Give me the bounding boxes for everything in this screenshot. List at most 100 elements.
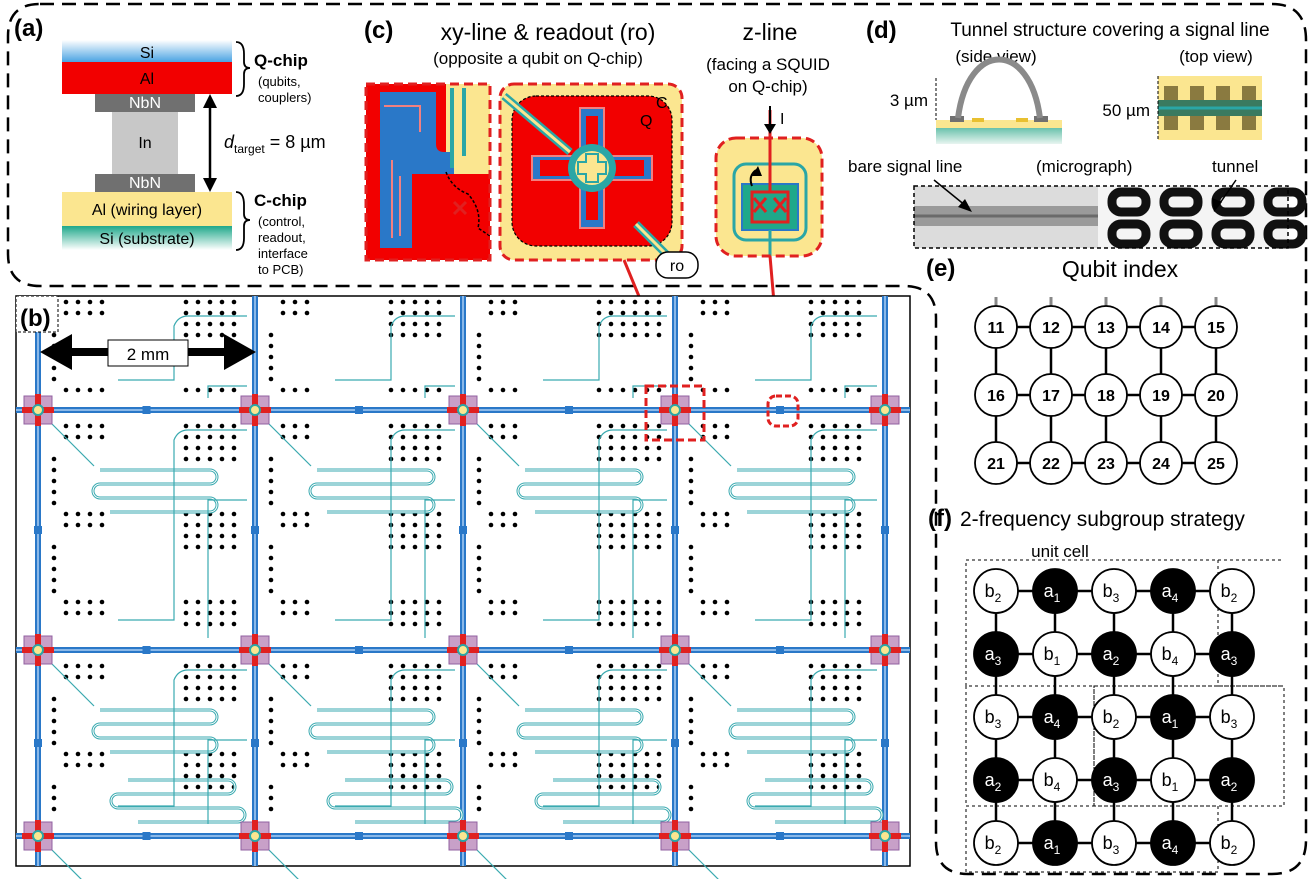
d-arrow-head-down (203, 178, 217, 192)
node-b (1032, 631, 1078, 677)
layer-nbn-top-label: NbN (129, 95, 161, 112)
qubit-node (1029, 373, 1073, 417)
micrograph-label: (micrograph) (1036, 157, 1132, 176)
zline-detail: I (714, 106, 824, 258)
cchip-desc-4: to PCB) (258, 262, 304, 277)
qchip-brace (235, 41, 251, 97)
qubit-node-label: 13 (1097, 320, 1115, 337)
node-a (1150, 820, 1196, 866)
node-b (973, 820, 1019, 866)
node-label: a3 (985, 644, 1002, 668)
layer-indium-label: In (138, 135, 151, 152)
qubit-node (1084, 373, 1128, 417)
qchip-desc-2: couplers) (258, 90, 311, 105)
cchip-label: C-chip (254, 191, 307, 210)
node-b (1091, 568, 1137, 614)
qubit-node-label: 11 (988, 320, 1005, 337)
node-b (1209, 820, 1255, 866)
qubit-node-label: 19 (1152, 388, 1170, 405)
tunnel-label: tunnel (1212, 157, 1258, 176)
side-view-label: (side view) (955, 47, 1036, 66)
micrograph-image (913, 185, 1307, 249)
node-label: b2 (1221, 833, 1238, 857)
qubit-node-label: 12 (1042, 320, 1060, 337)
d-arrow-head-up (203, 94, 217, 108)
node-a (1032, 568, 1078, 614)
layer-si-label: Si (140, 45, 154, 62)
tunnel-arch (955, 56, 1043, 119)
chip-layout (16, 296, 910, 879)
node-b (1091, 820, 1137, 866)
panel-e-title: Qubit index (1062, 256, 1179, 282)
qubit-node (974, 441, 1018, 485)
unit-cell-label: unit cell (1031, 542, 1089, 561)
label-ro: ro (670, 258, 684, 275)
layer-si-top (62, 40, 232, 64)
d-target-label: dtarget = 8 µm (224, 132, 326, 156)
panel-d: (d) Tunnel structure covering a signal l… (848, 17, 1307, 249)
node-label: a2 (985, 770, 1002, 794)
qubit-node-label: 14 (1152, 320, 1170, 337)
node-label: a4 (1044, 707, 1061, 731)
qubit-node (1029, 305, 1073, 349)
qubit-node (1084, 305, 1128, 349)
node-label: a4 (1162, 581, 1179, 605)
highlight-qubit (644, 384, 706, 442)
qubit-node (974, 305, 1018, 349)
node-label: b2 (1221, 581, 1238, 605)
side-view-wiring (936, 120, 1062, 128)
node-a (1091, 757, 1137, 803)
layer-si-substrate-label: Si (substrate) (99, 231, 194, 248)
label-i: I (780, 111, 784, 128)
panel-f-letter: (f) (928, 505, 952, 532)
cchip-desc-1: (control, (258, 214, 305, 229)
label-c: C (656, 95, 668, 112)
zline-subtitle-2: on Q-chip) (728, 77, 807, 96)
node-label: b2 (985, 833, 1002, 857)
qubit-node-label: 17 (1042, 388, 1060, 405)
panel-b: (b) 2 mm (15, 295, 911, 879)
qubit-node-label: 18 (1097, 388, 1115, 405)
node-a (1150, 568, 1196, 614)
node-label: a2 (1221, 770, 1238, 794)
node-label: b3 (1103, 833, 1120, 857)
panel-f: (f) 2-frequency subgroup strategy unit c… (928, 505, 1285, 873)
panel-c: (c) xy-line & readout (ro) (opposite a q… (364, 17, 830, 397)
panel-a-letter: (a) (14, 15, 43, 42)
node-a (1150, 694, 1196, 740)
qubit-node-label: 21 (987, 456, 1005, 473)
qubit-node (1139, 305, 1183, 349)
node-a (1032, 820, 1078, 866)
node-b (973, 568, 1019, 614)
node-b (1091, 694, 1137, 740)
width-label: 50 µm (1102, 101, 1150, 120)
node-label: a1 (1044, 581, 1061, 605)
node-label: b4 (1044, 770, 1061, 794)
node-label: b3 (1103, 581, 1120, 605)
node-label: a2 (1103, 644, 1120, 668)
node-label: b3 (985, 707, 1002, 731)
node-label: b2 (985, 581, 1002, 605)
label-q: Q (640, 113, 652, 130)
layer-si-substrate (62, 226, 232, 250)
qubit-node-label: 20 (1207, 388, 1225, 405)
layer-nbn-bottom (95, 174, 195, 192)
node-label: a4 (1162, 833, 1179, 857)
node-b (1209, 568, 1255, 614)
node-b (1150, 631, 1196, 677)
height-label: 3 µm (890, 91, 928, 110)
bare-line-label: bare signal line (848, 157, 962, 176)
panel-b-letter: (b) (20, 305, 51, 332)
node-b (1209, 694, 1255, 740)
outer-dashed-frame (6, 2, 1308, 876)
qubit-node (1194, 441, 1238, 485)
panel-c-title: xy-line & readout (ro) (441, 19, 656, 45)
node-label: b2 (1103, 707, 1120, 731)
panel-e-letter: (e) (926, 255, 955, 282)
qubit-node-label: 23 (1097, 456, 1115, 473)
qubit-node (974, 373, 1018, 417)
qubit-node-label: 15 (1207, 320, 1225, 337)
